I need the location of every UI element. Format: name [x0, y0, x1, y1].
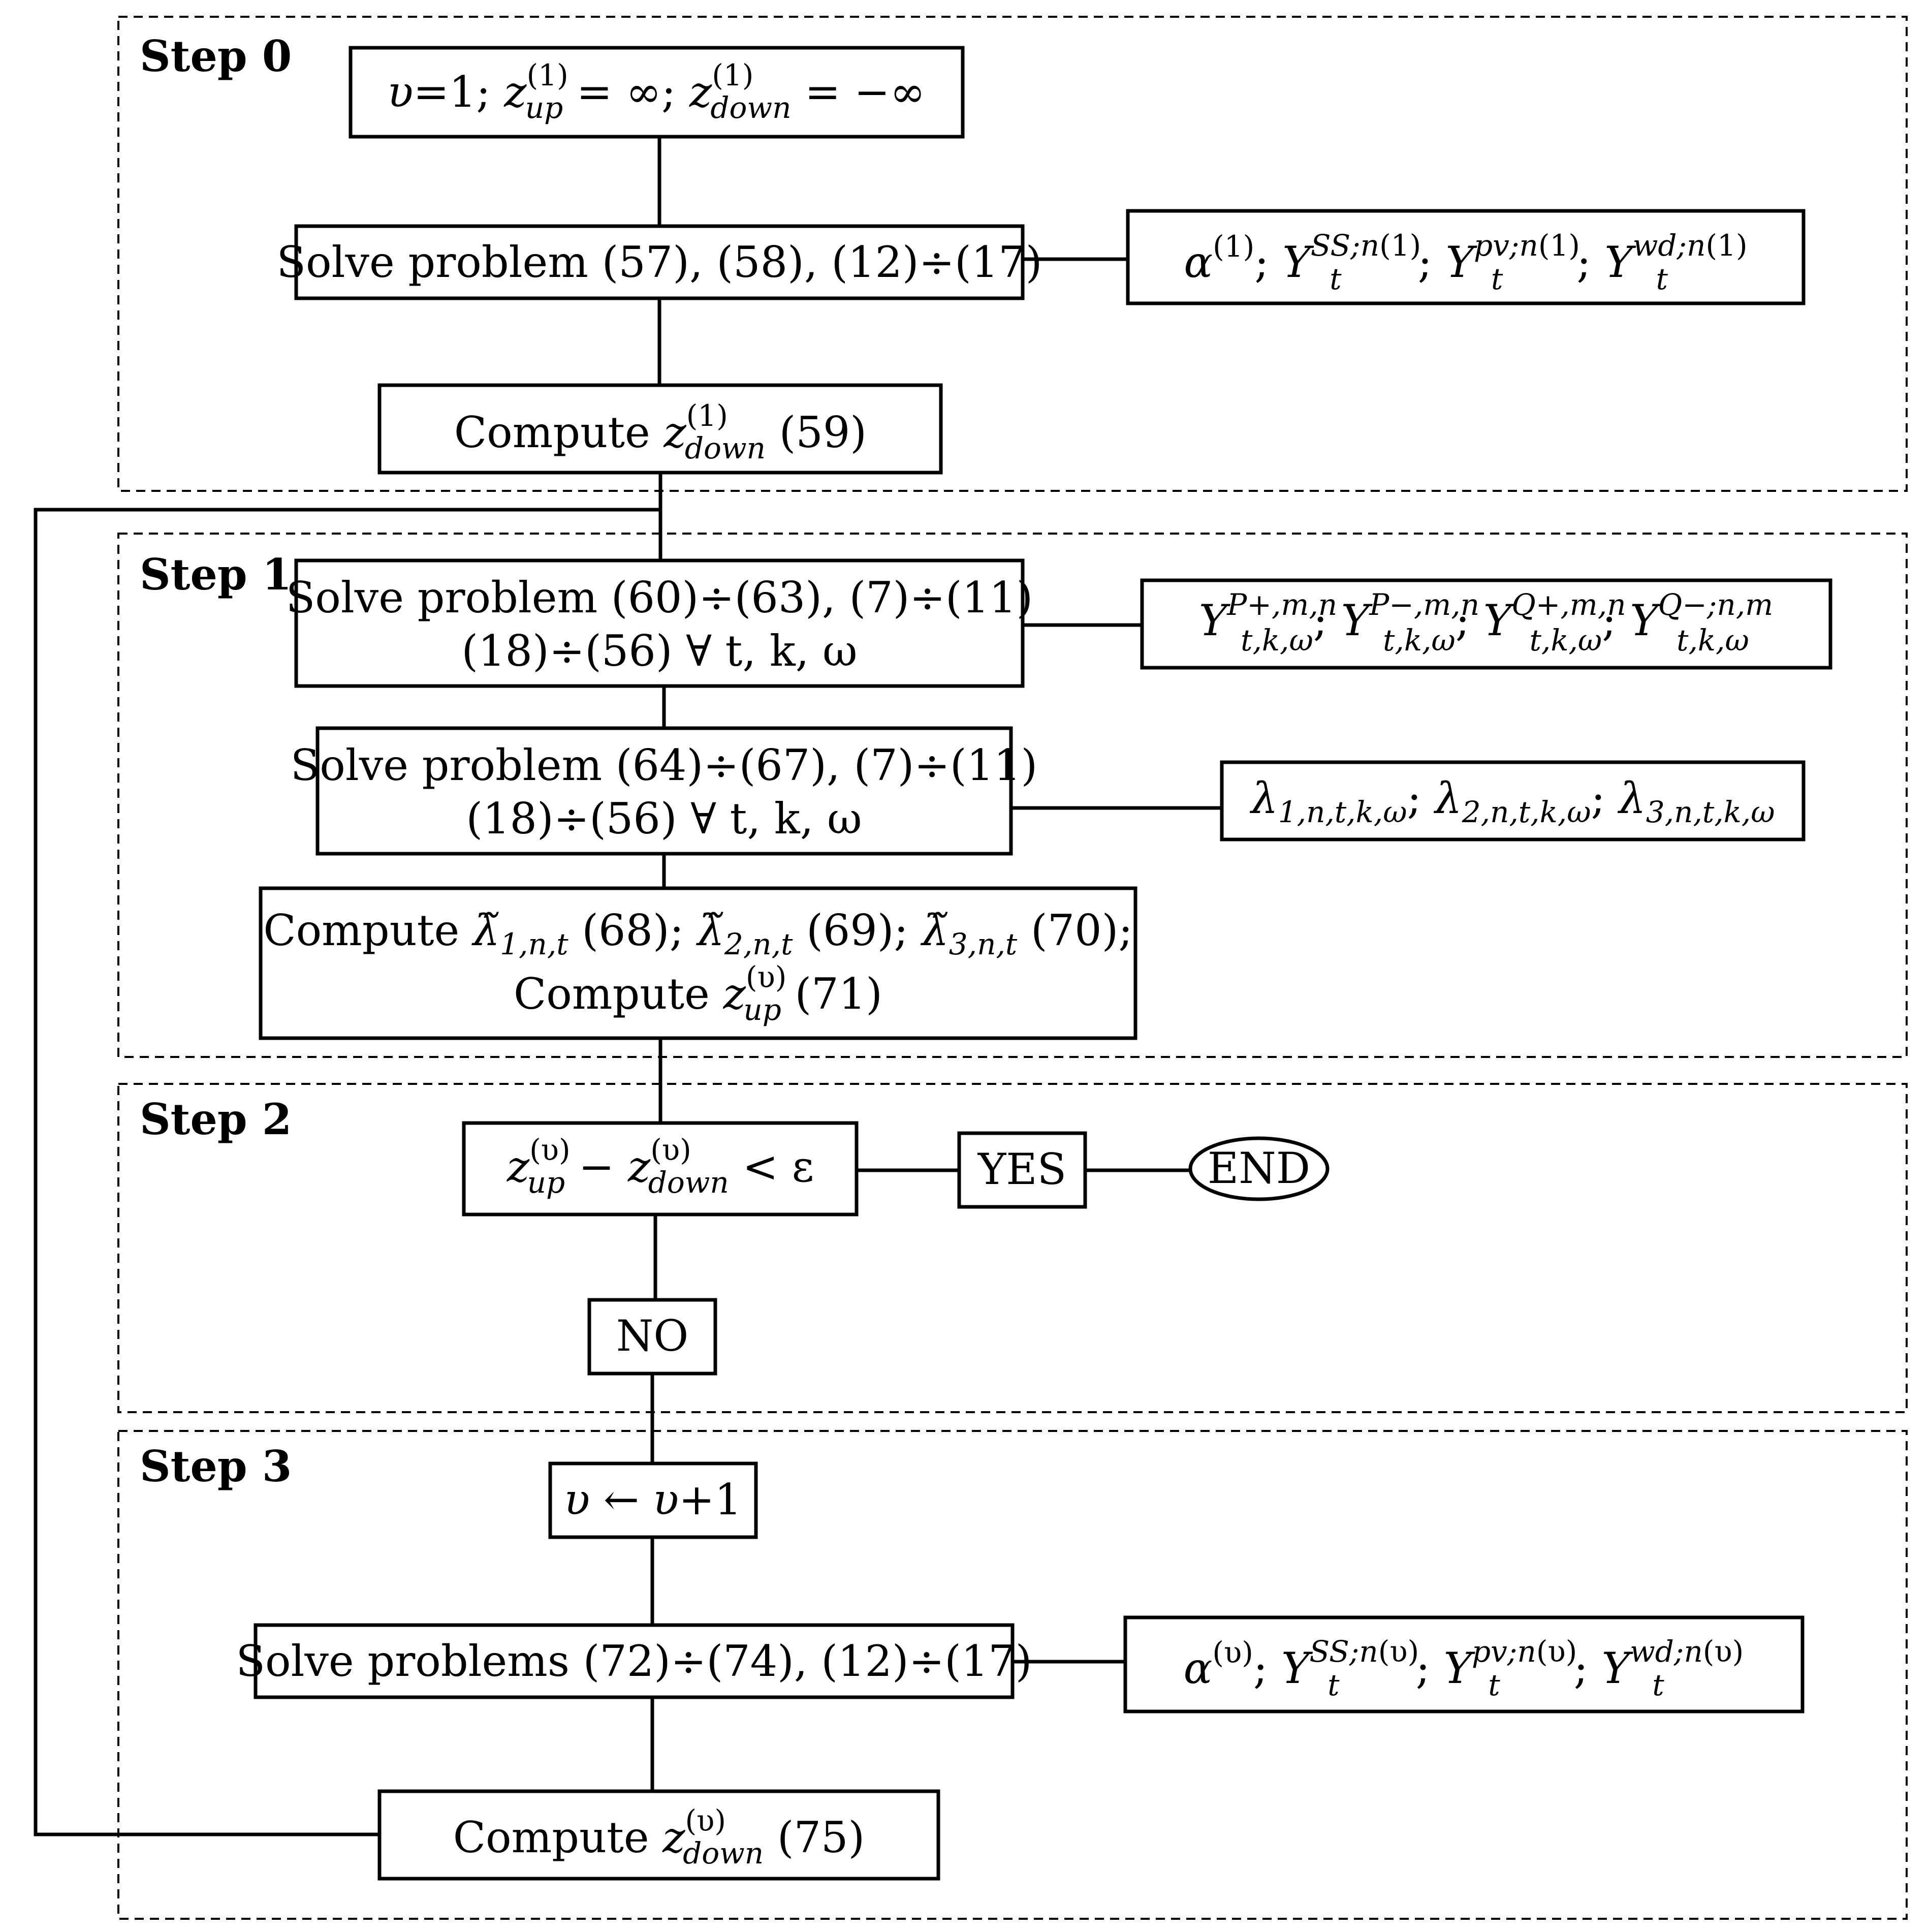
increment-iteration-box	[548, 1461, 758, 1539]
convergence-check-label: z(υ)up − z(υ)down < ε	[507, 1133, 814, 1200]
compute-z-down-iteration-label: Compute z(υ)down (75)	[453, 1803, 865, 1871]
increment-iteration-label: υ ← υ+1	[564, 1475, 742, 1524]
compute-z-down-initial-label: Compute z(1)down (59)	[454, 398, 867, 465]
step0-panel	[117, 16, 1908, 492]
feedback-loop-line	[34, 508, 659, 1836]
yes-box	[957, 1131, 1087, 1209]
solve-dual-problem-line1: Solve problem (64)÷(67), (7)÷(11)	[291, 740, 1038, 790]
step2-panel	[117, 1083, 1908, 1413]
step1-panel	[117, 533, 1908, 1058]
solve-master-problem-label: Solve problems (72)÷(74), (12)÷(17)	[236, 1636, 1032, 1686]
dual-variables-output-box	[1220, 760, 1806, 842]
iteration-solution-output-box	[1123, 1615, 1805, 1713]
solve-initial-problem-label: Solve problem (57), (58), (12)÷(17)	[277, 237, 1042, 287]
compute-lambda-line1: Compute λ̃1,n,t (68); λ̃2,n,t (69); λ̃3,…	[263, 906, 1132, 961]
convergence-check-box	[462, 1121, 859, 1217]
initial-solution-output-box	[1126, 209, 1806, 305]
solve-operational-problem-box	[294, 558, 1025, 688]
no-box	[587, 1298, 717, 1376]
compute-z-up-line: Compute z(υ)up (71)	[514, 960, 882, 1027]
step1-label: Step 1	[140, 549, 292, 600]
end-label: END	[1208, 1143, 1310, 1193]
solve-dual-problem-line2: (18)÷(56) ∀ t, k, ω	[466, 794, 862, 844]
compute-z-down-iteration-box	[377, 1789, 940, 1881]
initial-solution-output-label: α(1); YSS;n(1)t; Ypv;n(1)t; Ywd;n(1)t	[1184, 228, 1747, 296]
solve-operational-problem-line1: Solve problem (60)÷(63), (7)÷(11)	[286, 573, 1033, 622]
step2-label: Step 2	[140, 1094, 292, 1144]
step3-panel	[117, 1430, 1908, 1920]
yes-label: YES	[977, 1144, 1066, 1194]
compute-lambda-box	[259, 886, 1137, 1040]
power-flow-output-box	[1140, 578, 1832, 670]
iteration-solution-output-label: α(υ); YSS;n(υ)t; Ypv;n(υ)t; Ywd;n(υ)t	[1184, 1634, 1744, 1702]
init-label: υ=1; z(1)up = ∞; z(1)down = −∞	[387, 58, 925, 125]
step3-label: Step 3	[140, 1441, 292, 1491]
end-terminal	[1188, 1136, 1330, 1201]
step0-label: Step 0	[140, 31, 292, 81]
solve-dual-problem-box	[315, 726, 1013, 856]
solve-master-problem-box	[254, 1623, 1015, 1699]
solve-operational-problem-line2: (18)÷(56) ∀ t, k, ω	[461, 626, 857, 676]
solve-initial-problem-box	[294, 224, 1025, 300]
dual-variables-output-label: λ1,n,t,k,ω; λ2,n,t,k,ω; λ3,n,t,k,ω	[1249, 773, 1775, 829]
no-label: NO	[616, 1311, 688, 1361]
init-box	[349, 46, 965, 139]
